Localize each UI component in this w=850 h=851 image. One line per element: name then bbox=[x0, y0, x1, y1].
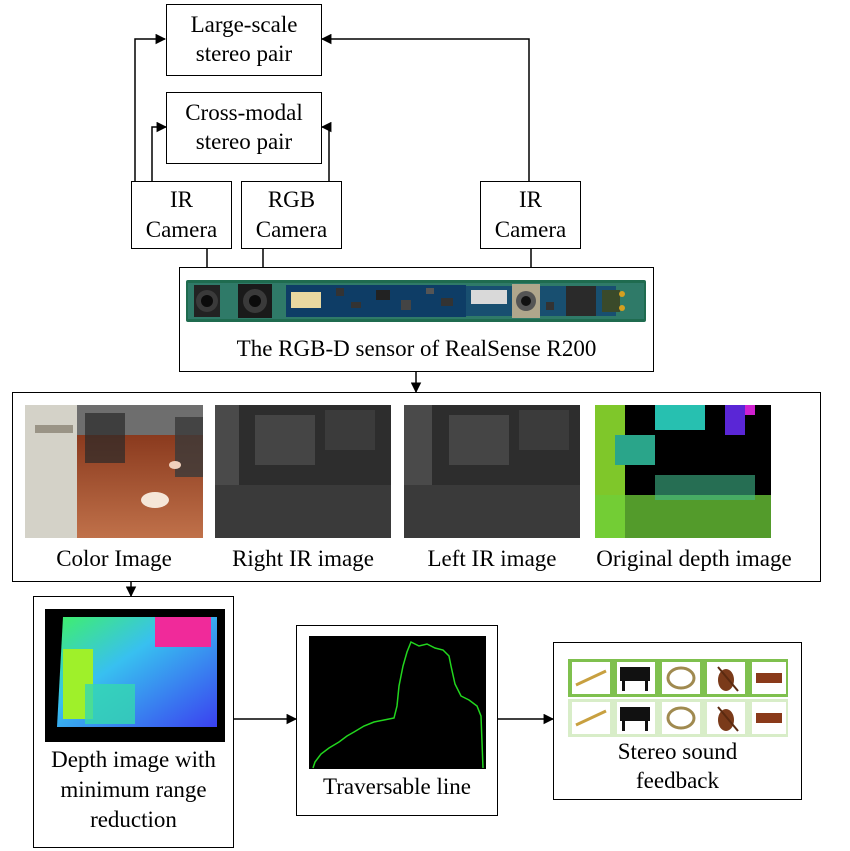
sensor-board-image bbox=[186, 280, 646, 322]
left-ir-image-label: Left IR image bbox=[427, 546, 557, 571]
depth-reduction-image bbox=[45, 609, 225, 742]
color-image-label: Color Image bbox=[56, 546, 172, 571]
large-scale-line1: Large-scale bbox=[190, 12, 298, 37]
traversable-line-image bbox=[309, 636, 486, 769]
cross-modal-stereo-pair-box: Cross-modal stereo pair bbox=[166, 92, 322, 164]
ir-camera-right-line2: Camera bbox=[494, 217, 567, 242]
depth-reduction-line2: minimum range bbox=[60, 777, 207, 802]
ir-camera-left-box: IR Camera bbox=[131, 181, 232, 249]
right-ir-image bbox=[215, 405, 391, 538]
stereo-sound-line2: feedback bbox=[636, 768, 719, 793]
original-depth-image-label: Original depth image bbox=[596, 546, 792, 571]
rgb-camera-line1: RGB bbox=[267, 187, 316, 212]
right-ir-image-label: Right IR image bbox=[232, 546, 374, 571]
arrow-ir-left-to-cross-modal bbox=[151, 121, 168, 181]
stereo-sound-line1: Stereo sound bbox=[617, 739, 738, 764]
arrow-rgb-to-cross-modal bbox=[320, 121, 332, 181]
cross-modal-line1: Cross-modal bbox=[185, 100, 303, 125]
ir-camera-left-line1: IR bbox=[170, 187, 193, 212]
instrument-icons-grid bbox=[568, 659, 788, 737]
traversable-line-box: Traversable line bbox=[296, 625, 498, 816]
cross-modal-line2: stereo pair bbox=[195, 129, 293, 154]
depth-reduction-line1: Depth image with bbox=[51, 747, 216, 772]
color-image bbox=[25, 405, 203, 538]
sensor-caption: The RGB-D sensor of RealSense R200 bbox=[236, 336, 597, 361]
arrow-ir-right-to-large-scale bbox=[320, 33, 530, 181]
traversable-line-label: Traversable line bbox=[323, 774, 471, 799]
arrow-ir-left-to-large-scale bbox=[134, 33, 167, 181]
large-scale-line2: stereo pair bbox=[195, 41, 293, 66]
depth-reduction-line3: reduction bbox=[90, 807, 177, 832]
realsense-sensor-box: The RGB-D sensor of RealSense R200 bbox=[179, 267, 654, 372]
traversable-line-curve bbox=[312, 640, 484, 769]
rgb-camera-box: RGB Camera bbox=[241, 181, 342, 249]
original-depth-image bbox=[595, 405, 771, 538]
ir-camera-right-box: IR Camera bbox=[480, 181, 581, 249]
rgb-camera-line2: Camera bbox=[255, 217, 328, 242]
stereo-sound-feedback-box: Stereo sound feedback bbox=[553, 642, 802, 800]
ir-camera-left-line2: Camera bbox=[145, 217, 218, 242]
left-ir-image bbox=[404, 405, 580, 538]
depth-reduction-box: Depth image with minimum range reduction bbox=[33, 596, 234, 848]
ir-camera-right-line1: IR bbox=[519, 187, 542, 212]
large-scale-stereo-pair-box: Large-scale stereo pair bbox=[166, 4, 322, 76]
